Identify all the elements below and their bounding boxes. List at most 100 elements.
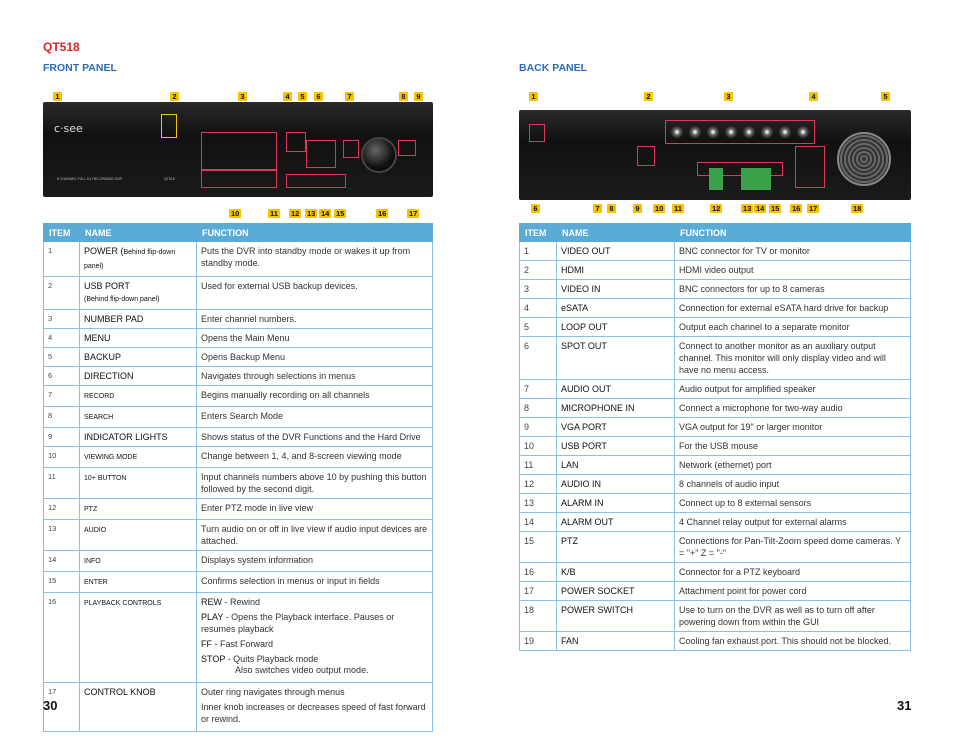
item-number: 5 [43, 347, 80, 367]
back-bottom-callout: 10 [653, 204, 666, 213]
item-name: LOOP OUT [556, 317, 675, 337]
item-number: 15 [43, 571, 80, 593]
lower-buttons-highlight [201, 170, 277, 188]
front-top-callout: 5 [298, 92, 307, 101]
item-name: NUMBER PAD [79, 309, 197, 329]
front-bottom-callout: 17 [407, 209, 420, 218]
back-bottom-callout: 7 [593, 204, 602, 213]
back-bottom-callout: 13 [741, 204, 754, 213]
item-number: 13 [43, 519, 80, 551]
item-name-text: 10+ BUTTON [84, 475, 127, 482]
playback-desc: Also switches video output mode. [235, 665, 369, 675]
item-name-text: RECORD [84, 393, 115, 400]
front-top-callout: 8 [399, 92, 408, 101]
item-function: Enter PTZ mode in live view [196, 498, 433, 520]
back-top-callout: 1 [529, 92, 538, 101]
item-name: BACKUP [79, 347, 197, 367]
item-function: HDMI video output [674, 260, 911, 280]
item-function: Attachment point for power cord [674, 581, 911, 601]
item-name: POWER SWITCH [556, 600, 675, 632]
item-name-text: DIRECTION [84, 371, 134, 381]
item-number: 13 [519, 493, 557, 513]
item-name: 10+ BUTTON [79, 467, 197, 499]
item-number: 8 [519, 398, 557, 418]
item-function: BNC connectors for up to 8 cameras [674, 279, 911, 299]
item-function: Connector for a PTZ keyboard [674, 562, 911, 582]
item-name-text: PTZ [84, 506, 98, 513]
item-number: 10 [43, 446, 80, 468]
front-top-callout: 4 [283, 92, 292, 101]
direction-highlight [306, 140, 336, 168]
item-name: VIDEO OUT [556, 241, 675, 261]
col-name: NAME [556, 223, 675, 242]
col-function: FUNCTION [196, 223, 433, 242]
front-panel-title: FRONT PANEL [43, 62, 117, 74]
model-title: QT518 [43, 40, 80, 54]
record-highlight [343, 140, 359, 158]
playback-desc: - Opens the Playback interface. Pauses o… [201, 612, 395, 634]
menu-highlight [286, 132, 306, 152]
item-number: 11 [519, 455, 557, 475]
front-top-callout: 2 [170, 92, 179, 101]
item-number: 6 [43, 366, 80, 386]
item-function: Displays system information [196, 550, 433, 572]
item-name: INDICATOR LIGHTS [79, 427, 197, 447]
control-knob [361, 137, 397, 173]
front-top-callout: 9 [414, 92, 423, 101]
item-number: 9 [519, 417, 557, 437]
item-name: AUDIO IN [556, 474, 675, 494]
item-number: 14 [519, 512, 557, 532]
item-function: Connection for external eSATA hard drive… [674, 298, 911, 318]
playback-label: FF [201, 639, 212, 649]
item-name: SEARCH [79, 406, 197, 428]
cSee-logo: c·see [54, 122, 83, 135]
col-item: ITEM [43, 223, 80, 242]
playback-label: PLAY [201, 612, 224, 622]
item-name: MENU [79, 328, 197, 348]
item-function: Turn audio on or off in live view if aud… [196, 519, 433, 551]
item-name: RECORD [79, 385, 197, 407]
item-name: POWER (Behind flip-down panel) [79, 241, 197, 277]
bottom-row-highlight [286, 174, 346, 188]
page-number-right: 31 [897, 698, 912, 713]
playback-label: REW [201, 597, 222, 607]
item-name-note: Behind flip-down panel) [84, 249, 176, 270]
item-name-text: USB PORT [84, 281, 130, 291]
back-bottom-callout: 16 [790, 204, 803, 213]
item-function: Output each channel to a separate monito… [674, 317, 911, 337]
item-function: Shows status of the DVR Functions and th… [196, 427, 433, 447]
item-name: MICROPHONE IN [556, 398, 675, 418]
hdmi-highlight [637, 146, 655, 166]
table-row: 13 AUDIO Turn audio on or off in live view… [43, 519, 433, 551]
item-name: ALARM IN [556, 493, 675, 513]
item-number: 10 [519, 436, 557, 456]
playback-desc: - Quits Playback mode [225, 654, 319, 664]
video-out-highlight [529, 124, 545, 142]
item-number: 4 [43, 328, 80, 348]
item-number: 7 [519, 379, 557, 399]
back-top-callout: 5 [881, 92, 890, 101]
video-in-highlight [665, 120, 815, 144]
playback-desc: - Rewind [222, 597, 261, 607]
item-name-text: AUDIO [84, 527, 107, 534]
item-number: 12 [519, 474, 557, 494]
item-name: DIRECTION [79, 366, 197, 386]
